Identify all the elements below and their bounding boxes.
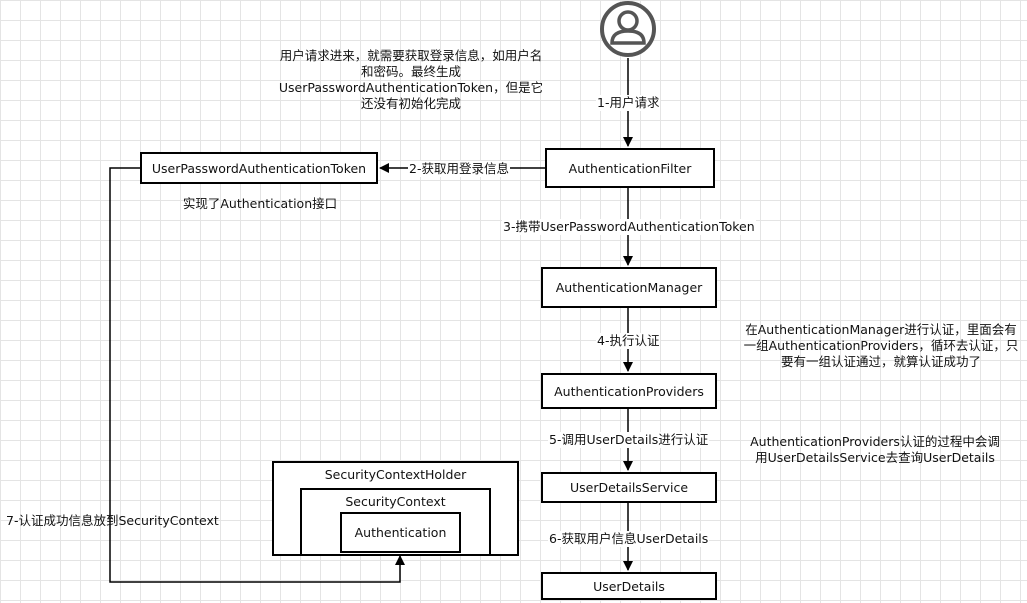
node-user-details-service: UserDetailsService [541, 472, 717, 503]
note-providers-line-1: AuthenticationProviders认证的过程中会调 [750, 434, 1000, 449]
node-authentication-filter: AuthenticationFilter [545, 148, 715, 188]
edge-3-label: 3-携带UserPasswordAuthenticationToken [502, 219, 756, 235]
note-token-impl: 实现了Authentication接口 [182, 196, 338, 211]
edge-2-label: 2-获取用登录信息 [408, 161, 510, 177]
node-authentication-providers-label: AuthenticationProviders [554, 383, 704, 399]
edge-7-label: 7-认证成功信息放到SecurityContext [6, 513, 219, 528]
node-user-details: UserDetails [541, 572, 717, 600]
edge-4-label: 4-执行认证 [596, 333, 661, 349]
edge-7-line [109, 167, 405, 583]
note-request-line-4: 还没有初始化完成 [360, 96, 461, 111]
edge-1-label: 1-用户请求 [596, 95, 661, 111]
note-request: 用户请求进来，就需要获取登录信息，如用户名 和密码。最终生成 UserPassw… [256, 48, 566, 112]
authentication-node: Authentication [340, 512, 461, 553]
node-user-details-label: UserDetails [593, 578, 665, 594]
note-manager-line-1: 在AuthenticationManager进行认证，里面会有 [745, 322, 1017, 337]
node-authentication-providers: AuthenticationProviders [541, 373, 717, 409]
note-providers: AuthenticationProviders认证的过程中会调 用UserDet… [740, 434, 1010, 466]
note-providers-line-2: 用UserDetailsService去查询UserDetails [755, 450, 995, 465]
edge-6-label: 6-获取用户信息UserDetails [548, 531, 710, 547]
note-manager-line-3: 要有一组认证通过，就算认证成功了 [780, 354, 981, 369]
node-authentication-filter-label: AuthenticationFilter [568, 160, 692, 176]
security-context-label: SecurityContext [345, 494, 446, 509]
note-request-line-1: 用户请求进来，就需要获取登录信息，如用户名 [279, 48, 543, 63]
authentication-node-label: Authentication [354, 525, 447, 540]
node-user-password-token: UserPasswordAuthenticationToken [140, 152, 378, 184]
node-authentication-manager: AuthenticationManager [541, 267, 717, 308]
security-context-holder-label: SecurityContextHolder [324, 467, 467, 482]
user-icon [600, 1, 656, 57]
note-request-line-3: UserPasswordAuthenticationToken，但是它 [278, 80, 544, 95]
edge-5-label: 5-调用UserDetails进行认证 [548, 432, 710, 448]
node-authentication-manager-label: AuthenticationManager [555, 280, 703, 295]
node-user-password-token-label: UserPasswordAuthenticationToken [151, 160, 367, 176]
note-manager-line-2: 一组AuthenticationProviders，循环去认证，只 [743, 338, 1019, 353]
node-user-details-service-label: UserDetailsService [569, 480, 689, 495]
note-request-line-2: 和密码。最终生成 [360, 64, 461, 79]
note-manager: 在AuthenticationManager进行认证，里面会有 一组Authen… [738, 322, 1024, 370]
